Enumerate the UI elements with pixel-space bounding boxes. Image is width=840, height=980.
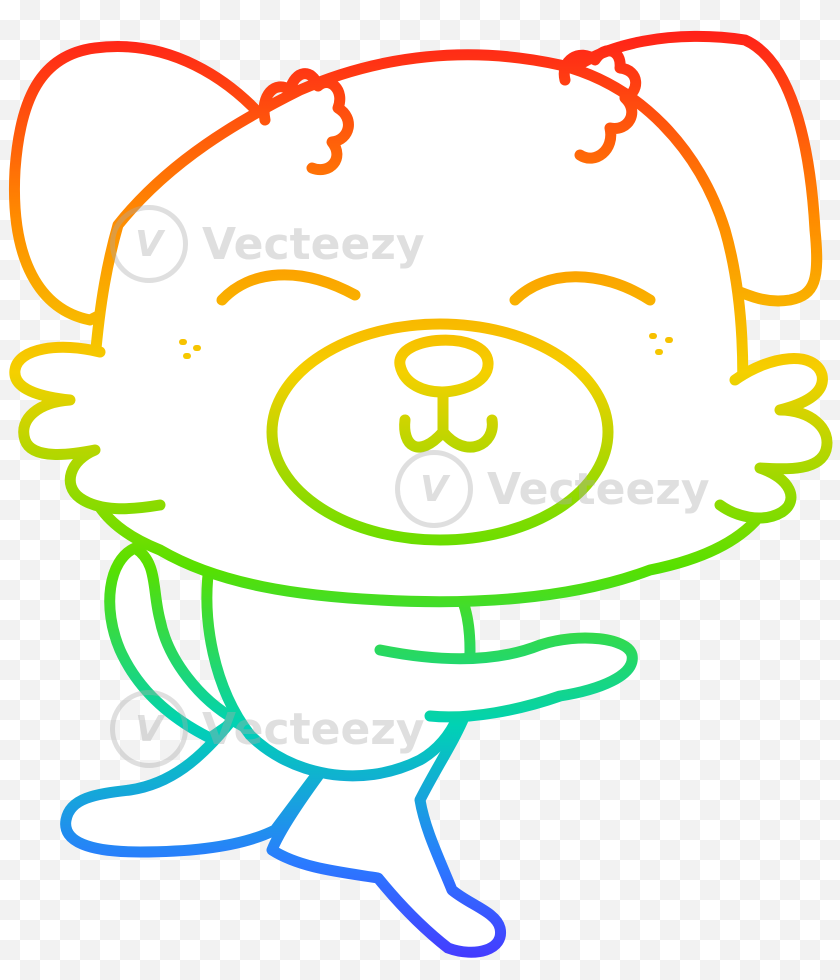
dog-nose — [394, 334, 494, 398]
dog-right-cheek-tufts — [714, 353, 833, 524]
dog-right-eye — [509, 271, 656, 306]
dog-body — [201, 554, 476, 782]
dog-freckles — [179, 333, 673, 359]
dog-right-arm — [374, 632, 638, 723]
dog-left-eye — [216, 269, 361, 306]
dog-head-tuft-left — [258, 68, 354, 176]
dog-mouth — [399, 386, 498, 453]
dog-left-cheek-tufts — [9, 341, 166, 515]
dog-left-leg — [60, 714, 326, 858]
dog-head-tuft-right — [558, 45, 642, 164]
